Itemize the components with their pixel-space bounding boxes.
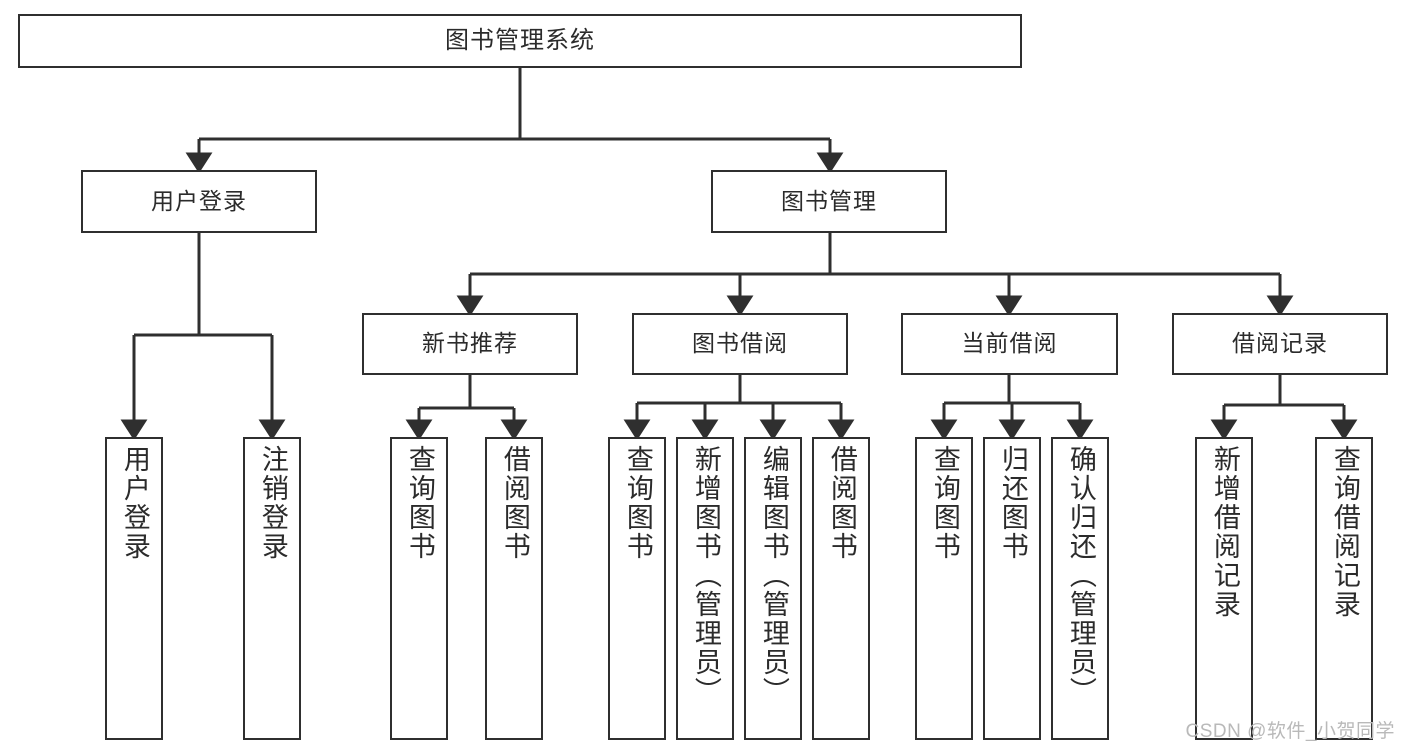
node-borrow-record-label: 借阅记录 bbox=[1232, 330, 1328, 357]
node-leaf-add-record-label: 新增借阅记录 bbox=[1209, 445, 1240, 619]
node-leaf-borrow-book[interactable]: 借阅图书 bbox=[812, 437, 870, 740]
node-borrow-record[interactable]: 借阅记录 bbox=[1172, 313, 1388, 375]
node-root-label: 图书管理系统 bbox=[445, 26, 595, 54]
node-leaf-confirm-return[interactable]: 确认归还（管理员） bbox=[1051, 437, 1109, 740]
node-leaf-query-book-borrow[interactable]: 查询图书 bbox=[608, 437, 666, 740]
node-leaf-query-record-label: 查询借阅记录 bbox=[1329, 445, 1360, 619]
node-leaf-edit-book-label: 编辑图书（管理员） bbox=[758, 445, 789, 706]
node-leaf-add-record[interactable]: 新增借阅记录 bbox=[1195, 437, 1253, 740]
node-leaf-return-book-label: 归还图书 bbox=[997, 445, 1028, 561]
node-leaf-query-book-current[interactable]: 查询图书 bbox=[915, 437, 973, 740]
node-leaf-confirm-return-label: 确认归还（管理员） bbox=[1065, 445, 1096, 706]
node-leaf-query-book-rec[interactable]: 查询图书 bbox=[390, 437, 448, 740]
node-leaf-query-record[interactable]: 查询借阅记录 bbox=[1315, 437, 1373, 740]
node-user-login[interactable]: 用户登录 bbox=[81, 170, 317, 233]
node-user-login-label: 用户登录 bbox=[151, 187, 247, 214]
node-current-borrow-label: 当前借阅 bbox=[961, 330, 1058, 357]
node-leaf-query-book-current-label: 查询图书 bbox=[929, 445, 960, 561]
node-leaf-query-book-rec-label: 查询图书 bbox=[404, 445, 435, 561]
node-leaf-borrow-book-rec[interactable]: 借阅图书 bbox=[485, 437, 543, 740]
node-leaf-user-logout[interactable]: 注销登录 bbox=[243, 437, 301, 740]
node-leaf-query-book-borrow-label: 查询图书 bbox=[622, 445, 653, 561]
node-leaf-edit-book[interactable]: 编辑图书（管理员） bbox=[744, 437, 802, 740]
node-leaf-user-login[interactable]: 用户登录 bbox=[105, 437, 163, 740]
node-book-manage-label: 图书管理 bbox=[781, 187, 877, 214]
node-book-borrow-label: 图书借阅 bbox=[692, 330, 788, 357]
node-new-book-recommend[interactable]: 新书推荐 bbox=[362, 313, 578, 375]
node-book-manage[interactable]: 图书管理 bbox=[711, 170, 947, 233]
node-leaf-user-logout-label: 注销登录 bbox=[257, 445, 288, 561]
node-book-borrow[interactable]: 图书借阅 bbox=[632, 313, 848, 375]
node-leaf-return-book[interactable]: 归还图书 bbox=[983, 437, 1041, 740]
node-current-borrow[interactable]: 当前借阅 bbox=[901, 313, 1118, 375]
node-leaf-borrow-book-rec-label: 借阅图书 bbox=[499, 445, 530, 561]
node-leaf-add-book-label: 新增图书（管理员） bbox=[690, 445, 721, 706]
node-leaf-add-book[interactable]: 新增图书（管理员） bbox=[676, 437, 734, 740]
node-new-book-recommend-label: 新书推荐 bbox=[422, 330, 518, 357]
watermark: CSDN @软件_小贺同学 bbox=[1185, 721, 1395, 742]
node-leaf-borrow-book-label: 借阅图书 bbox=[826, 445, 857, 561]
node-root[interactable]: 图书管理系统 bbox=[18, 14, 1022, 68]
node-leaf-user-login-label: 用户登录 bbox=[119, 445, 150, 561]
